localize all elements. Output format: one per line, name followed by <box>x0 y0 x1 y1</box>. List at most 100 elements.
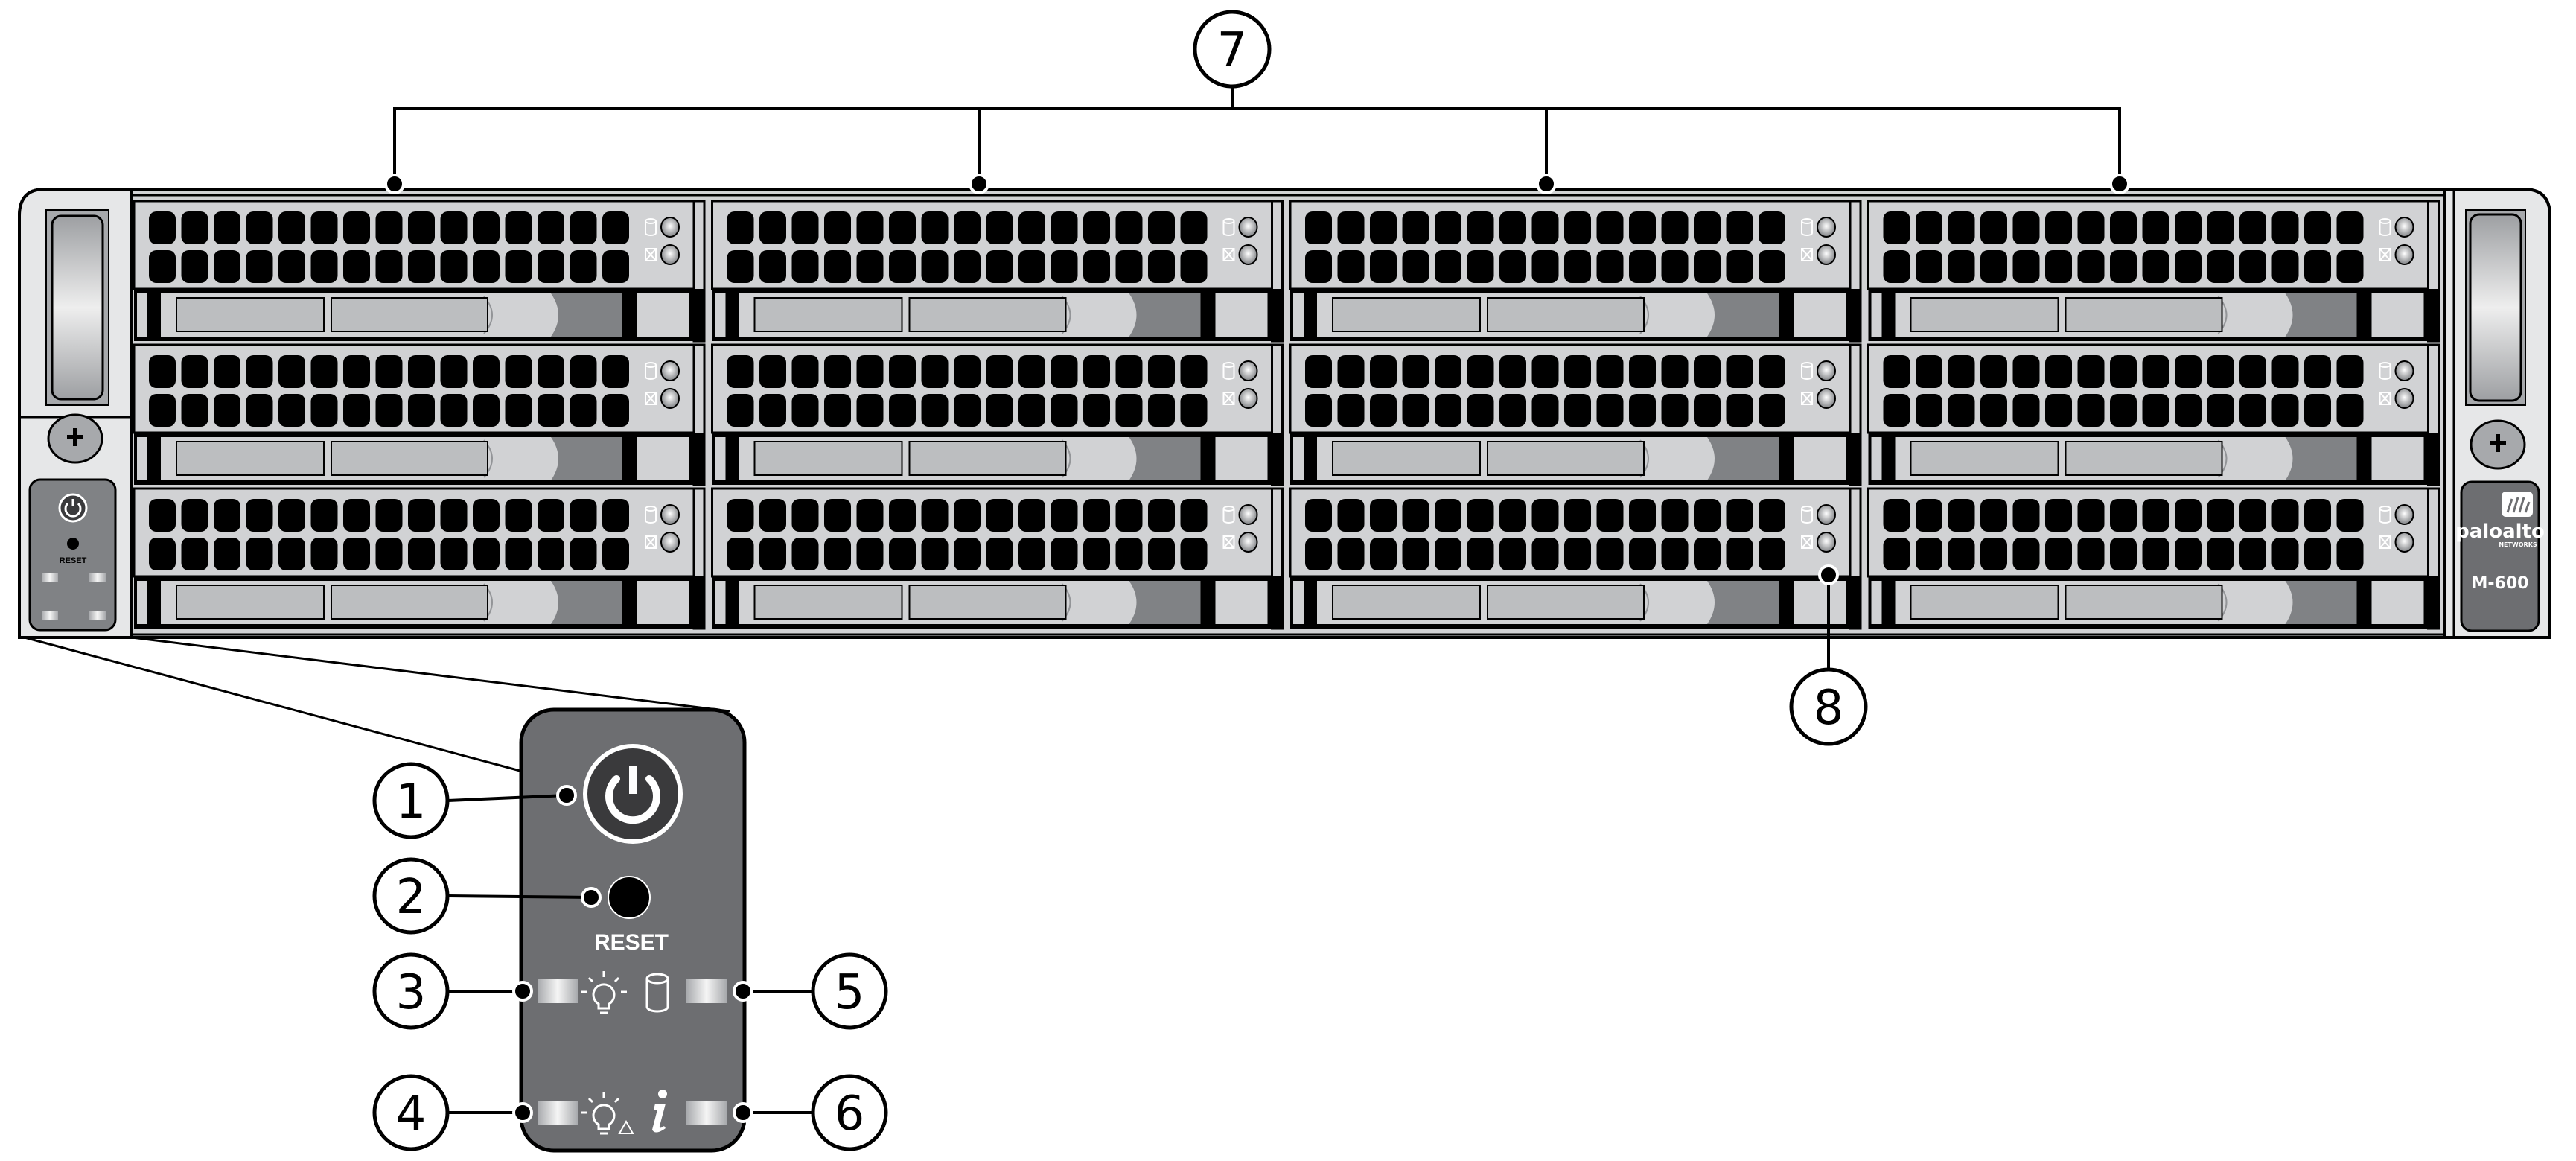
vent-hole <box>2142 394 2169 427</box>
tray-block <box>2371 581 2424 624</box>
vent-hole <box>889 394 916 427</box>
vent-hole <box>375 499 403 532</box>
vent-hole <box>246 211 273 244</box>
vent-hole <box>2304 355 2331 388</box>
rack-handle[interactable] <box>45 209 109 406</box>
tray-handle[interactable] <box>1144 293 1201 337</box>
tray-handle[interactable] <box>1722 293 1779 337</box>
power-led <box>538 979 578 1003</box>
tray-release-latch[interactable] <box>551 293 566 337</box>
vent-hole <box>181 538 208 570</box>
rack-handle[interactable] <box>2465 209 2526 406</box>
vent-hole <box>727 499 754 532</box>
power-button[interactable] <box>583 744 683 844</box>
tray-handle[interactable] <box>1144 581 1201 624</box>
vent-hole <box>791 211 819 244</box>
vent-hole <box>1402 250 1429 283</box>
vent-hole <box>986 538 1013 570</box>
vent-hole <box>278 394 305 427</box>
vent-hole <box>1402 394 1429 427</box>
drive-bay[interactable] <box>711 487 1284 630</box>
tray-handle[interactable] <box>2300 437 2357 480</box>
tray-release-latch[interactable] <box>1129 293 1144 337</box>
drive-bay[interactable] <box>711 343 1284 486</box>
vent-hole <box>921 499 949 532</box>
reset-button[interactable] <box>608 876 651 919</box>
tray-release-latch[interactable] <box>1707 437 1722 480</box>
drive-bay[interactable] <box>133 200 706 343</box>
vent-hole <box>1435 499 1461 532</box>
tray-release-latch[interactable] <box>551 581 566 624</box>
drive-activity-icon <box>1801 506 1813 524</box>
tray-handle[interactable] <box>2300 293 2357 337</box>
vent-hole <box>1916 250 1942 283</box>
vent-hole <box>1051 499 1078 532</box>
brand-plate: paloalto NETWORKS M-600 <box>2455 480 2545 632</box>
vent-hole <box>856 538 884 570</box>
vent-hole <box>1180 250 1208 283</box>
vent-hole <box>824 394 851 427</box>
brand-subtitle: NETWORKS <box>2499 541 2537 548</box>
vent-hole <box>2207 538 2234 570</box>
vent-hole <box>2336 499 2364 532</box>
drive-bay[interactable] <box>1867 200 2440 343</box>
tray-release-latch[interactable] <box>551 437 566 480</box>
vent-hole <box>1629 538 1656 570</box>
vent-hole <box>1018 499 1045 532</box>
tray-handle[interactable] <box>1144 437 1201 480</box>
vent-hole <box>1980 394 2007 427</box>
callout-8: 8 <box>1789 564 1868 746</box>
vent-hole <box>440 394 468 427</box>
thumb-screw-icon[interactable] <box>2470 419 2526 470</box>
vent-hole <box>1402 499 1429 532</box>
vent-hole <box>149 211 176 244</box>
drive-label <box>1487 441 1645 476</box>
drive-activity-icon <box>645 506 657 524</box>
tray-release-latch[interactable] <box>1707 581 1722 624</box>
drive-bay[interactable] <box>133 343 706 486</box>
tray-handle[interactable] <box>566 437 622 480</box>
drive-fault-led <box>2394 532 2414 553</box>
thumb-screw-icon[interactable] <box>47 413 103 464</box>
leader-dot <box>581 887 602 908</box>
vent-hole <box>570 499 597 532</box>
leader-dot <box>512 981 533 1002</box>
vent-hole <box>1083 499 1110 532</box>
tray-release-latch[interactable] <box>2285 293 2301 337</box>
tray-release-latch[interactable] <box>1707 293 1722 337</box>
vent-hole <box>505 355 532 388</box>
vent-hole <box>538 394 564 427</box>
tray-handle[interactable] <box>1722 437 1779 480</box>
vent-hole <box>2304 499 2331 532</box>
tray-handle[interactable] <box>566 581 622 624</box>
vent-hole <box>921 250 949 283</box>
vent-hole <box>602 355 629 388</box>
vent-hole <box>2110 355 2137 388</box>
tray-release-latch[interactable] <box>2285 581 2301 624</box>
drive-label <box>1487 297 1645 332</box>
drive-bay[interactable] <box>133 487 706 630</box>
tray-edge <box>715 581 726 624</box>
vent-hole <box>889 538 916 570</box>
vent-hole <box>1661 538 1689 570</box>
tray-handle[interactable] <box>566 293 622 337</box>
tray-release-latch[interactable] <box>2285 437 2301 480</box>
drive-bay[interactable] <box>1867 487 2440 630</box>
tray-handle[interactable] <box>2300 581 2357 624</box>
drive-bay[interactable] <box>1289 343 1862 486</box>
drive-bay[interactable] <box>1867 343 2440 486</box>
tray-block <box>637 581 689 624</box>
tray-handle[interactable] <box>1722 581 1779 624</box>
tray-release-latch[interactable] <box>1129 581 1144 624</box>
vent-hole <box>310 211 338 244</box>
drive-bay[interactable] <box>711 200 1284 343</box>
drive-bay[interactable] <box>1289 487 1862 630</box>
vent-hole <box>1499 499 1526 532</box>
drive-bay[interactable] <box>1289 200 1862 343</box>
tray-release-latch[interactable] <box>1129 437 1144 480</box>
vent-hole <box>1180 211 1208 244</box>
vent-hole <box>856 499 884 532</box>
vent-hole <box>1499 394 1526 427</box>
vent-hole <box>538 538 564 570</box>
